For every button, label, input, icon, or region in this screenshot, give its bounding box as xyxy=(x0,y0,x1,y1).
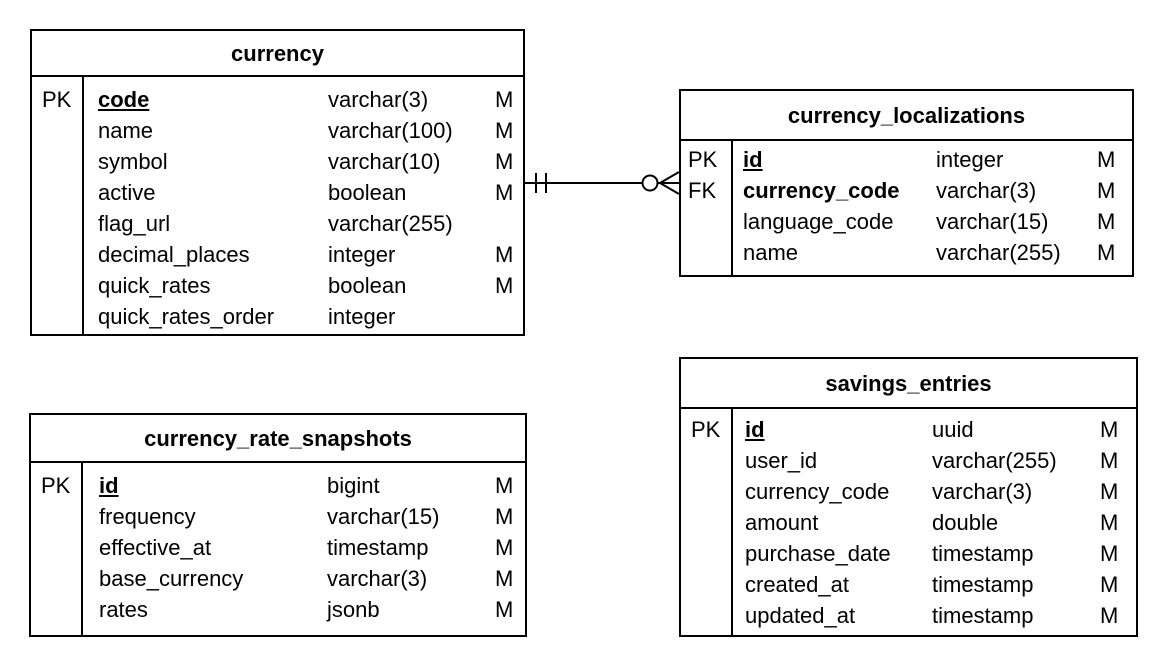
column-type: varchar(3) xyxy=(327,566,428,591)
column-mandatory: M xyxy=(1097,240,1116,265)
column-name: currency_code xyxy=(745,479,890,504)
column-type: double xyxy=(932,510,999,535)
column-mandatory: M xyxy=(1097,178,1116,203)
column-mandatory: M xyxy=(1100,510,1119,535)
column-mandatory: M xyxy=(1097,209,1116,234)
column-name: symbol xyxy=(98,149,168,174)
column-type: varchar(3) xyxy=(936,178,1037,203)
column-mandatory: M xyxy=(1097,147,1116,172)
column-name: effective_at xyxy=(99,535,212,560)
column-name: updated_at xyxy=(745,603,856,628)
column-name: active xyxy=(98,180,156,205)
key-column xyxy=(32,77,84,334)
column-name: currency_code xyxy=(743,178,900,203)
column-name: id xyxy=(99,473,119,498)
column-type: jsonb xyxy=(327,597,380,622)
entity-title: currency_rate_snapshots xyxy=(31,415,525,463)
column-mandatory: M xyxy=(495,473,514,498)
column-type: timestamp xyxy=(932,541,1034,566)
column-name: amount xyxy=(745,510,819,535)
column-name: quick_rates xyxy=(98,273,211,298)
column-name: language_code xyxy=(743,209,894,234)
entity-title: currency xyxy=(32,31,523,77)
entity-title: savings_entries xyxy=(681,359,1136,409)
column-name: name xyxy=(743,240,799,265)
key-label-fk: FK xyxy=(688,178,717,203)
column-type: varchar(15) xyxy=(327,504,440,529)
crowfoot-prong-bottom xyxy=(659,182,680,195)
column-mandatory: M xyxy=(1100,448,1119,473)
column-type: varchar(10) xyxy=(328,149,441,174)
column-mandatory: M xyxy=(495,180,514,205)
column-type: varchar(255) xyxy=(328,211,453,236)
column-name: id xyxy=(743,147,763,172)
column-mandatory: M xyxy=(1100,417,1119,442)
column-name: decimal_places xyxy=(98,242,250,267)
column-type: integer xyxy=(328,242,396,267)
relationship-currency-to-localizations[interactable] xyxy=(525,171,680,195)
column-name: created_at xyxy=(745,572,849,597)
column-name: id xyxy=(745,417,765,442)
column-type: bigint xyxy=(327,473,380,498)
column-mandatory: M xyxy=(495,118,514,143)
column-type: varchar(100) xyxy=(328,118,453,143)
column-type: varchar(15) xyxy=(936,209,1049,234)
column-type: varchar(255) xyxy=(932,448,1057,473)
key-column xyxy=(31,463,83,635)
column-mandatory: M xyxy=(1100,541,1119,566)
column-mandatory: M xyxy=(495,535,514,560)
key-label-pk: PK xyxy=(42,87,72,112)
column-name: purchase_date xyxy=(745,541,891,566)
entity-title: currency_localizations xyxy=(681,91,1132,141)
crowfoot-prong-top xyxy=(659,171,680,184)
column-type: varchar(3) xyxy=(328,87,429,112)
column-type: timestamp xyxy=(932,572,1034,597)
column-mandatory: M xyxy=(1100,479,1119,504)
column-mandatory: M xyxy=(495,597,514,622)
column-name: frequency xyxy=(99,504,196,529)
column-name: user_id xyxy=(745,448,818,473)
column-name: base_currency xyxy=(99,566,244,591)
column-mandatory: M xyxy=(495,273,514,298)
column-type: uuid xyxy=(932,417,974,442)
zero-marker-circle xyxy=(641,174,659,192)
column-type: timestamp xyxy=(327,535,429,560)
column-name: code xyxy=(98,87,150,112)
column-name: name xyxy=(98,118,154,143)
column-type: timestamp xyxy=(932,603,1034,628)
column-type: integer xyxy=(328,304,396,329)
column-mandatory: M xyxy=(495,149,514,174)
column-mandatory: M xyxy=(1100,603,1119,628)
column-mandatory: M xyxy=(495,242,514,267)
key-column xyxy=(681,141,733,275)
column-name: flag_url xyxy=(98,211,171,236)
column-mandatory: M xyxy=(495,504,514,529)
column-mandatory: M xyxy=(1100,572,1119,597)
key-column xyxy=(681,409,733,635)
column-mandatory: M xyxy=(495,87,514,112)
column-type: boolean xyxy=(328,180,407,205)
key-label-pk: PK xyxy=(41,473,71,498)
column-type: varchar(255) xyxy=(936,240,1061,265)
column-type: varchar(3) xyxy=(932,479,1033,504)
key-label-pk: PK xyxy=(688,147,718,172)
column-mandatory: M xyxy=(495,566,514,591)
column-name: quick_rates_order xyxy=(98,304,275,329)
column-type: integer xyxy=(936,147,1004,172)
column-type: boolean xyxy=(328,273,407,298)
column-name: rates xyxy=(99,597,148,622)
key-label-pk: PK xyxy=(691,417,721,442)
